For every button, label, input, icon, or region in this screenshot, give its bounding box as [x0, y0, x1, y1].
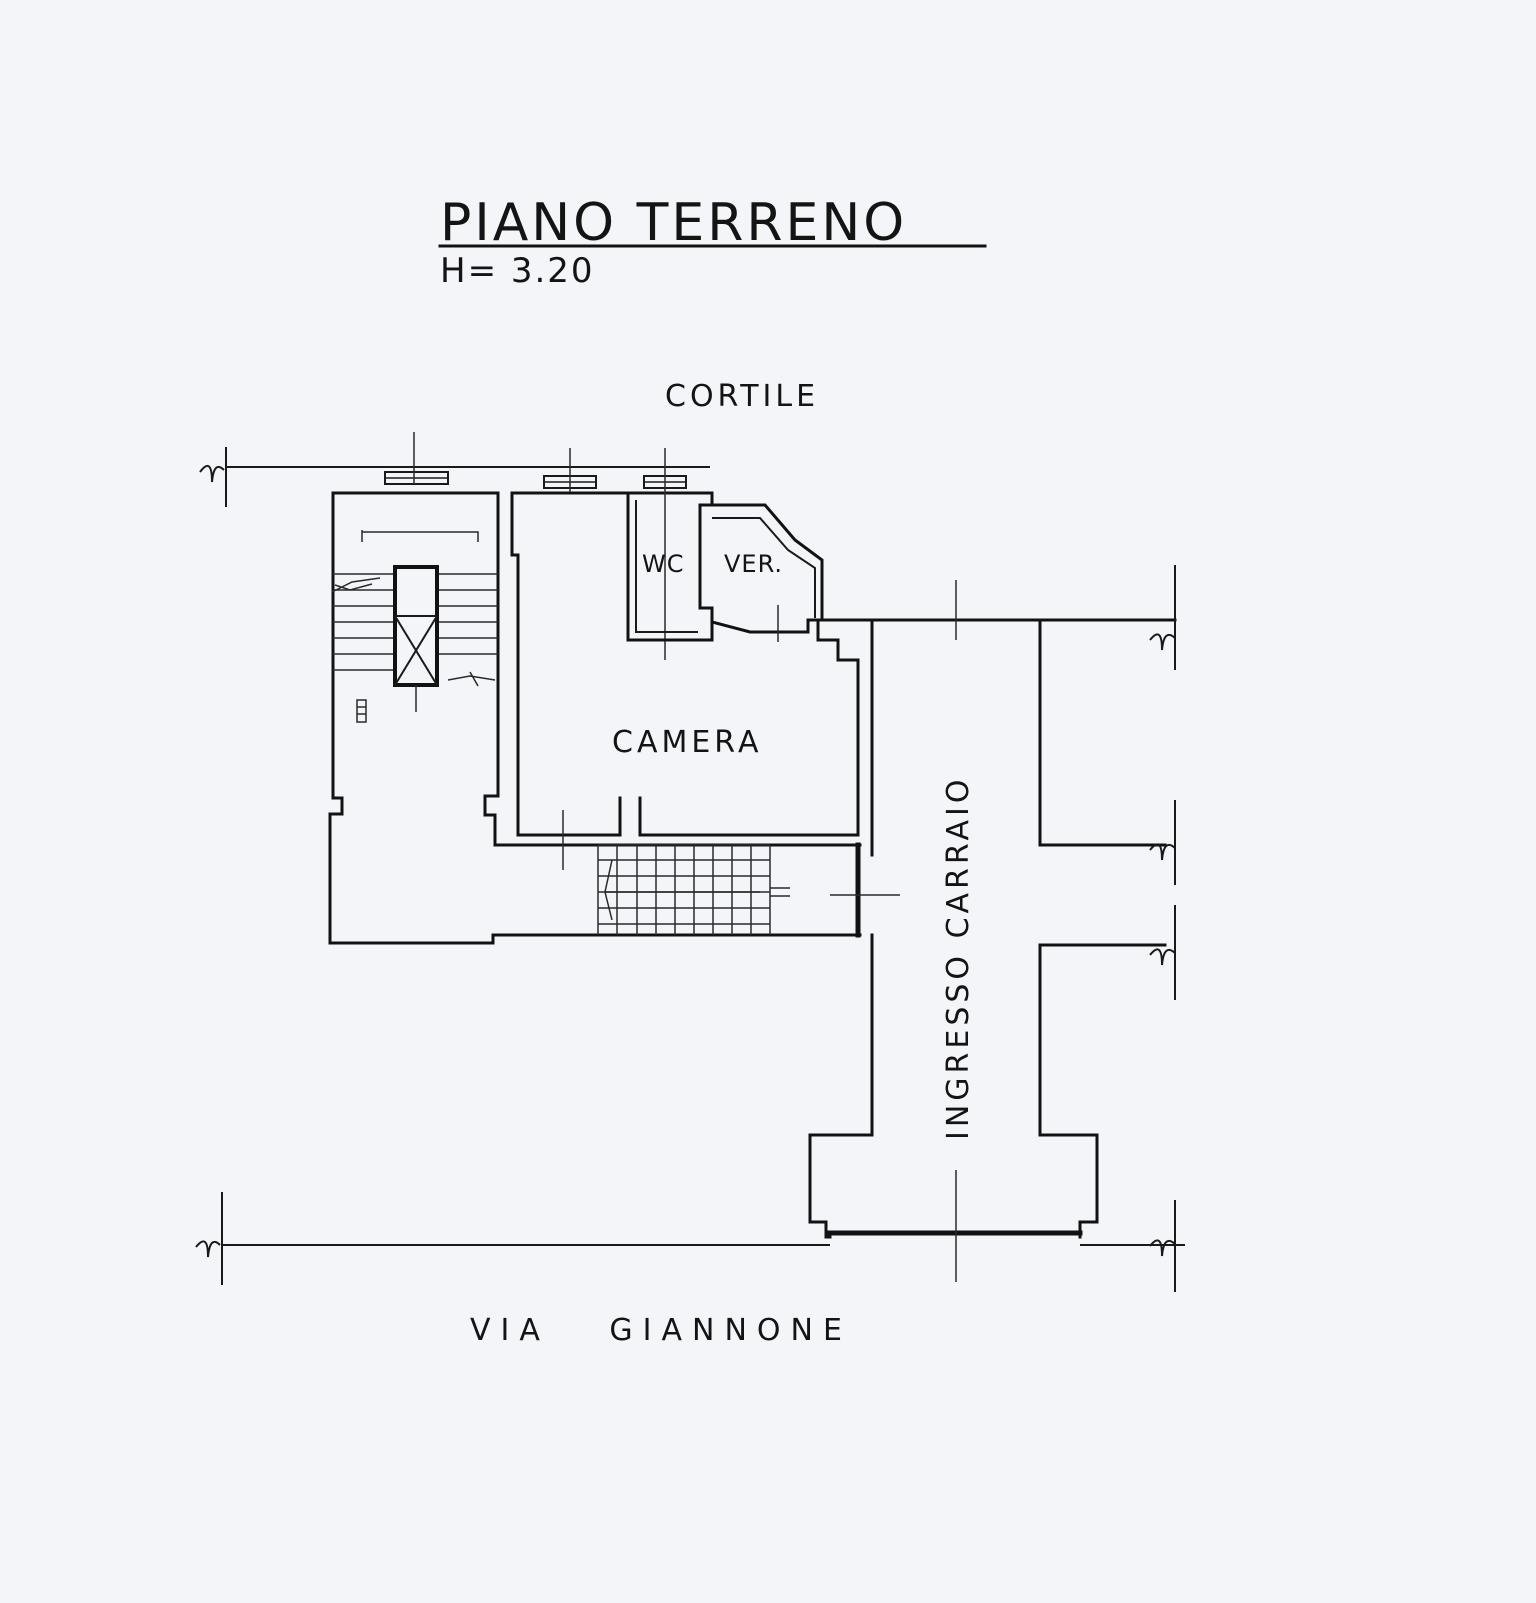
stairwell-block: [328, 432, 862, 945]
courtyard-label: CORTILE: [665, 379, 819, 414]
property-line-top: [199, 447, 710, 507]
stair-treads-left: [333, 573, 498, 671]
lower-staircase: [491, 842, 900, 945]
elevator-shaft: [393, 565, 439, 712]
bedroom-block: [510, 448, 860, 870]
plan-title: PIANO TERRENO: [440, 193, 907, 253]
property-line-street: [195, 1192, 1185, 1285]
height-note: H= 3.20: [440, 251, 595, 291]
driveway-label: INGRESSO CARRAIO: [941, 776, 976, 1141]
break-marks-right: [1149, 565, 1176, 1292]
street-label: VIA GIANNONE: [470, 1313, 852, 1348]
wc-label: WC: [642, 550, 685, 578]
bedroom-label: CAMERA: [612, 725, 762, 760]
veranda-label: VER.: [724, 550, 783, 578]
driveway-outline: [808, 580, 1177, 1282]
